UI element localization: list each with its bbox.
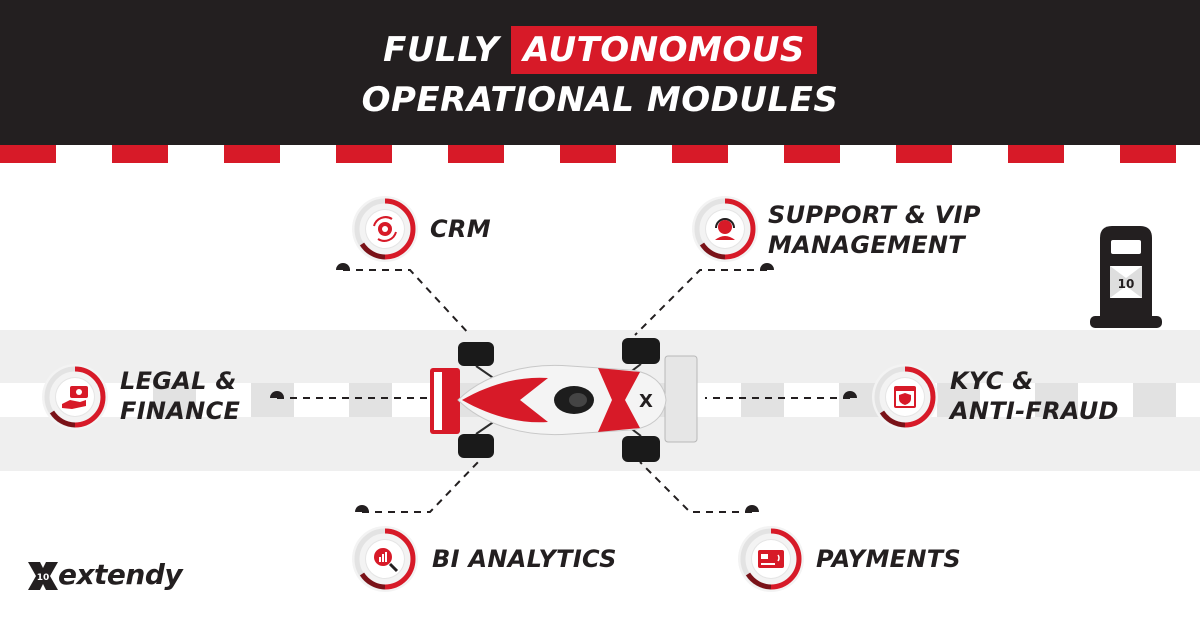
progress-ring bbox=[694, 198, 756, 260]
legal-module-icon bbox=[42, 364, 108, 430]
credit-card-icon bbox=[758, 550, 784, 568]
money-hand-icon bbox=[62, 386, 88, 409]
support-label-line2: MANAGEMENT bbox=[768, 231, 965, 259]
connector-crm bbox=[343, 269, 471, 336]
progress-ring bbox=[354, 528, 416, 590]
payments-module-icon bbox=[738, 526, 804, 592]
progress-ring bbox=[740, 528, 802, 590]
legal-label: LEGAL & FINANCE bbox=[120, 366, 240, 426]
node-payments bbox=[745, 505, 759, 512]
title-plain: FULLY bbox=[383, 30, 500, 70]
car-livery bbox=[462, 377, 548, 423]
gear-cycle-icon bbox=[373, 216, 397, 242]
kyc-label-line1: KYC & bbox=[950, 367, 1034, 395]
crm-module-icon bbox=[352, 196, 418, 262]
car-wheel bbox=[458, 434, 494, 458]
support-module-icon bbox=[692, 196, 758, 262]
checkered-strip bbox=[0, 145, 1200, 163]
car-wheel bbox=[622, 338, 660, 364]
pump-badge: 10 bbox=[1118, 277, 1135, 291]
connector-support bbox=[634, 269, 767, 336]
crm-label: CRM bbox=[430, 215, 491, 243]
connector-payments bbox=[639, 461, 752, 513]
car-number: X bbox=[639, 391, 653, 412]
logo-badge: 10 bbox=[37, 573, 50, 583]
legal-label-line2: FINANCE bbox=[120, 397, 241, 425]
title-line-1: FULLY AUTONOMOUS bbox=[0, 26, 1200, 78]
connector-nodes bbox=[270, 263, 857, 512]
logo-mark-icon: 10 bbox=[28, 562, 58, 590]
node-crm bbox=[336, 263, 350, 270]
chart-magnifier-icon bbox=[374, 548, 399, 573]
kyc-label-line2: ANTI-FRAUD bbox=[950, 397, 1119, 425]
kyc-label: KYC & ANTI-FRAUD bbox=[950, 366, 1119, 426]
bi-module-icon bbox=[352, 526, 418, 592]
node-kyc bbox=[843, 391, 857, 398]
fuel-pump-icon: 10 bbox=[1090, 226, 1162, 328]
node-support bbox=[760, 263, 774, 270]
support-label: SUPPORT & VIP MANAGEMENT bbox=[768, 200, 981, 260]
car-rear-wing bbox=[664, 355, 698, 443]
logo-wordmark: extendy bbox=[58, 558, 183, 591]
legal-label-line1: LEGAL & bbox=[120, 367, 237, 395]
connector-bi bbox=[362, 459, 481, 513]
node-bi bbox=[355, 505, 369, 512]
shield-browser-icon bbox=[894, 386, 916, 408]
support-label-line1: SUPPORT & VIP bbox=[768, 201, 981, 229]
car-wheel bbox=[458, 342, 494, 366]
title-highlight: AUTONOMOUS bbox=[511, 26, 817, 74]
connector-lines bbox=[277, 269, 850, 513]
bi-label: BI ANALYTICS bbox=[432, 545, 617, 573]
progress-ring bbox=[44, 366, 106, 428]
payments-label: PAYMENTS bbox=[816, 545, 962, 573]
progress-ring bbox=[354, 198, 416, 260]
header-banner: FULLY AUTONOMOUS OPERATIONAL MODULES bbox=[0, 0, 1200, 145]
race-car-icon: X bbox=[430, 338, 698, 462]
node-legal bbox=[270, 391, 284, 398]
car-wheel bbox=[622, 436, 660, 462]
headset-agent-icon bbox=[715, 218, 735, 240]
progress-ring bbox=[874, 366, 936, 428]
kyc-module-icon bbox=[872, 364, 938, 430]
title-line-2: OPERATIONAL MODULES bbox=[361, 80, 839, 120]
